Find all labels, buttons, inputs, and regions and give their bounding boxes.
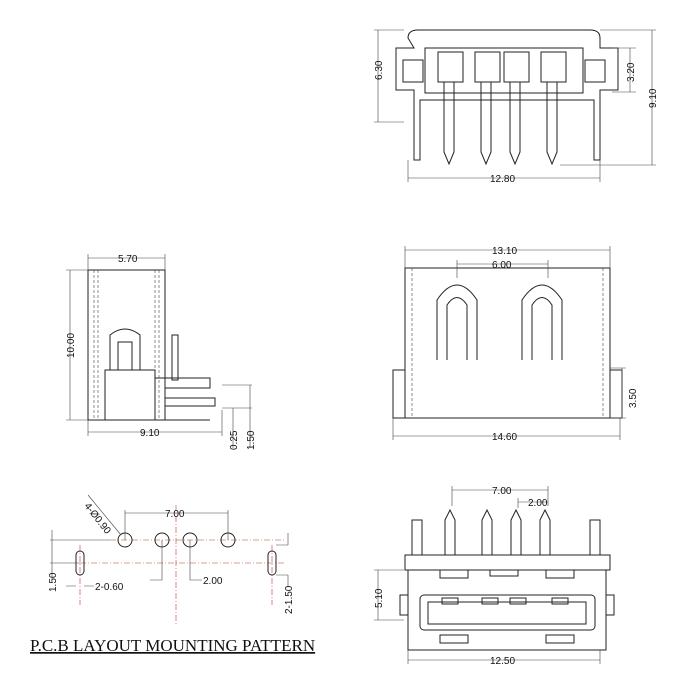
dim-rear-total-height: 9.10: [648, 88, 659, 108]
dim-front-tab-height: 3.50: [628, 388, 639, 408]
dim-rear-window: 3.20: [626, 62, 637, 82]
dim-rear-width: 12.80: [490, 174, 515, 185]
dim-bottom-width: 12.50: [490, 656, 515, 667]
dim-pcb-slot-length: 2-1.50: [284, 585, 295, 614]
dim-side-small-step: 0.25: [229, 430, 240, 450]
dim-front-total-width: 14.60: [492, 432, 517, 443]
side-view: 5.70 10.00 9.10 0.25 1.50: [66, 254, 257, 450]
bottom-view: 7.00 2.00 5.10 12.50: [374, 486, 615, 667]
dim-pcb-row-offset: 1.50: [48, 572, 59, 592]
dim-side-height: 10.00: [66, 333, 77, 358]
dim-bottom-span: 7.00: [492, 486, 512, 497]
dim-side-pin-offset: 1.50: [246, 430, 257, 450]
dim-bottom-pitch: 2.00: [528, 498, 548, 509]
dim-side-depth: 9.10: [140, 428, 160, 439]
dim-pcb-slot-width: 2-0.60: [95, 582, 124, 593]
dim-rear-height: 6.30: [374, 60, 385, 80]
pcb-layout-title: P.C.B LAYOUT MOUNTING PATTERN: [30, 636, 315, 655]
dim-front-width: 13.10: [492, 246, 517, 257]
rear-view: 6.30 3.20 9.10 12.80: [374, 29, 659, 185]
dim-bottom-height: 5.10: [374, 588, 385, 608]
dim-front-contact-pitch: 6.00: [492, 260, 512, 271]
dim-pcb-span: 7.00: [165, 509, 185, 520]
dim-side-top-width: 5.70: [118, 254, 138, 265]
front-view: 13.10 6.00 3.50 14.60: [392, 246, 639, 443]
dim-pcb-pitch: 2.00: [203, 576, 223, 587]
pcb-layout: 7.00 4-Ø0.90 1.50 2-0.60 2.00 2-1.50 P.C…: [30, 494, 315, 655]
